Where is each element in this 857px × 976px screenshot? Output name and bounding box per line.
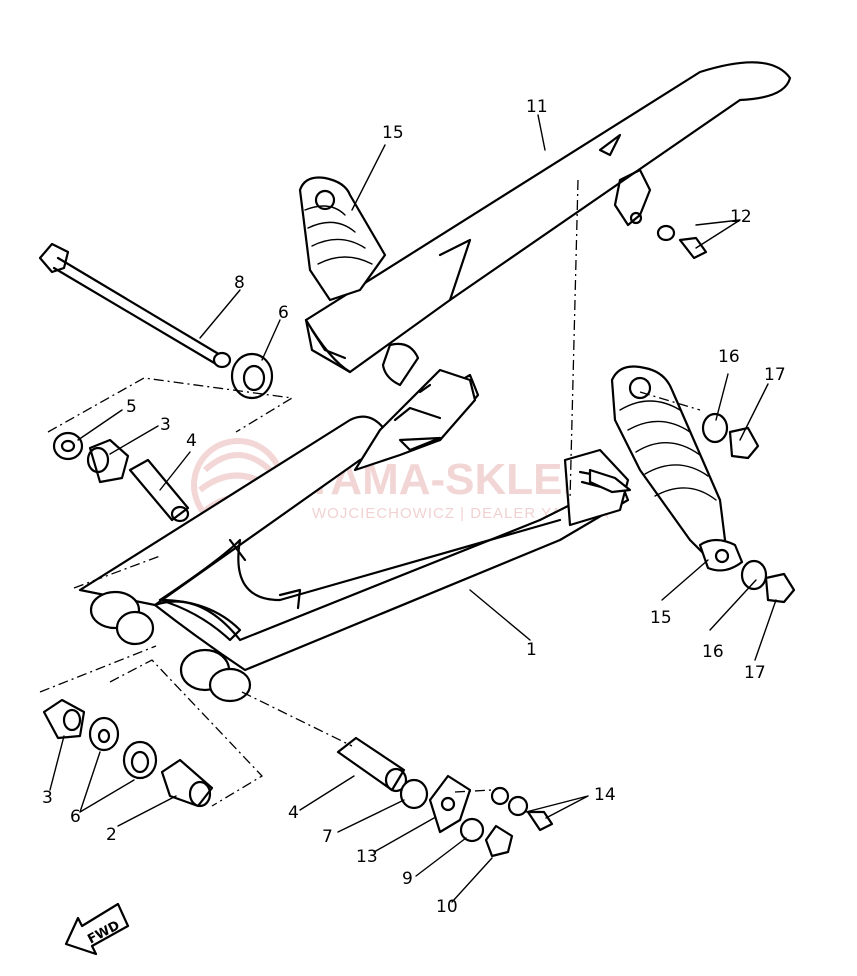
callout-1: 1	[526, 640, 537, 660]
callout-17-upper: 17	[764, 365, 786, 385]
callout-4-upper: 4	[186, 431, 197, 451]
shock-absorber-right	[610, 365, 744, 572]
callout-2: 2	[106, 825, 117, 845]
swingarm	[78, 368, 630, 703]
callout-14: 14	[594, 785, 616, 805]
shock-absorber-left	[298, 176, 420, 387]
callout-17-lower: 17	[744, 663, 766, 683]
callout-12: 12	[730, 207, 752, 227]
pivot-shaft	[38, 242, 232, 369]
callout-8: 8	[234, 273, 245, 293]
assembly-lines	[39, 179, 701, 807]
callout-labels: 1 2 3 3 4 4 5 6 6 16 7 8 9 10 11 12 13 1…	[42, 97, 786, 917]
callout-3-lower: 3	[42, 788, 53, 808]
callout-15-top: 15	[382, 123, 404, 143]
callout-6-upper: 6	[278, 303, 289, 323]
callout-6-lower: 6	[70, 807, 81, 827]
callout-9: 9	[402, 869, 413, 889]
fwd-arrow: FWD	[64, 902, 130, 956]
chain-case	[304, 61, 792, 374]
callout-5: 5	[126, 397, 137, 417]
callout-10: 10	[436, 897, 458, 917]
callout-15-lower: 15	[650, 608, 672, 628]
watermark-subtitle: WOJCIECHOWICZ | DEALER YAMAHA	[312, 505, 609, 522]
callout-16-upper: 16	[718, 347, 740, 367]
callout-13: 13	[356, 847, 378, 867]
callout-16-lower: 16	[702, 642, 724, 662]
callout-3-upper: 3	[160, 415, 171, 435]
small-parts	[42, 224, 796, 858]
callout-7: 7	[322, 827, 333, 847]
callout-4-lower: 4	[288, 803, 299, 823]
callout-11: 11	[526, 97, 548, 117]
leader-lines	[49, 114, 777, 903]
